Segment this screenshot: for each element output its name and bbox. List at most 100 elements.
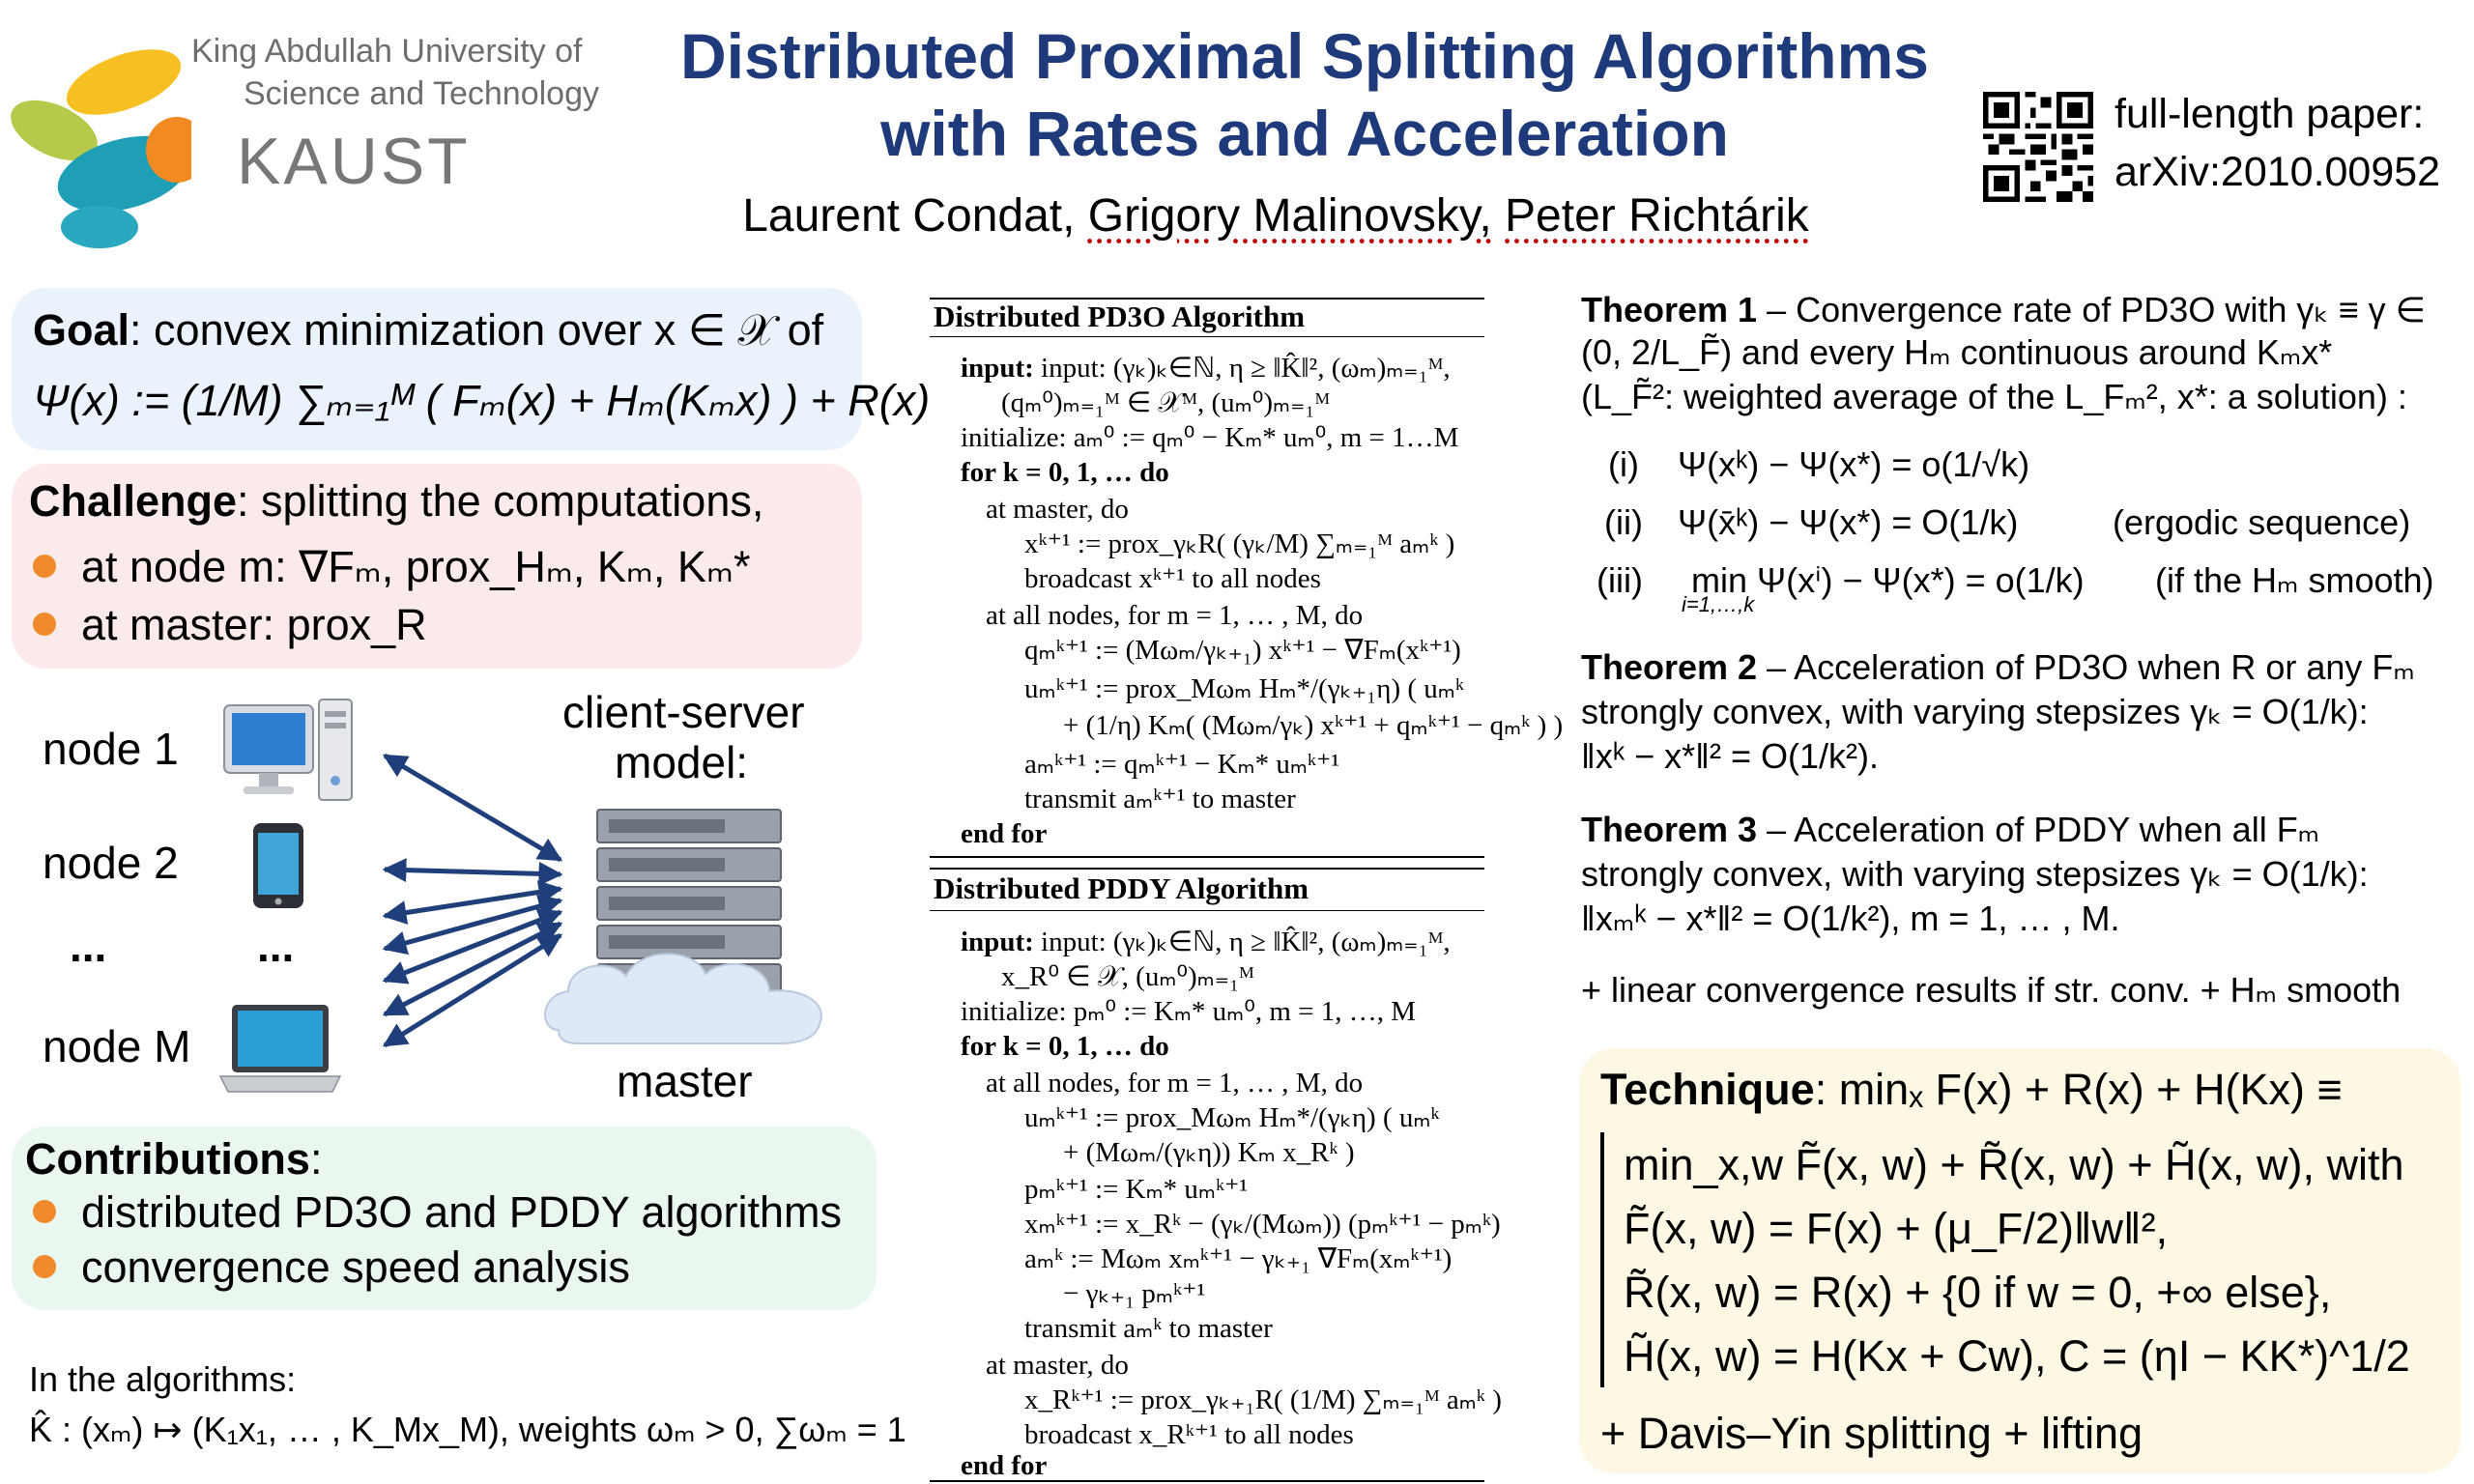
theorem-3-line3: ‖xₘᵏ − x*‖² = O(1/k²), m = 1, … , M. <box>1581 899 2120 938</box>
challenge-item-master: at master: prox_R <box>33 596 427 654</box>
technique-box <box>1579 1048 2460 1473</box>
contributions-box <box>12 1127 877 1310</box>
pd3o-u-update-2: + (1/η) Kₘ( (Mωₘ/γₖ) xᵏ⁺¹ + qₘᵏ⁺¹ − qₘᵏ … <box>1063 710 1564 741</box>
kaust-wordmark: KAUST <box>237 125 471 198</box>
authors: Laurent Condat, Grigory Malinovsky, Pete… <box>667 189 1884 243</box>
theorem-1-iii-note: (if the Hₘ smooth) <box>2155 560 2434 600</box>
paper-reference: full-length paper: arXiv:2010.00952 <box>2114 85 2440 201</box>
pd3o-bottom-rule <box>930 856 1484 858</box>
poster-title: Distributed Proximal Splitting Algorithm… <box>628 17 1981 172</box>
contributions-heading: Contributions: <box>25 1134 323 1184</box>
pddy-input-2: x_R⁰ ∈ 𝒳, (uₘ⁰)ₘ₌₁ᴹ <box>1001 961 1254 992</box>
author-richtarik: Peter Richtárik <box>1505 190 1809 242</box>
pddy-title: Distributed PDDY Algorithm <box>934 871 1309 905</box>
pddy-top-rule <box>930 868 1484 870</box>
theorem-1-label: Theorem 1 <box>1581 290 1758 329</box>
theorem-1-line3: (L_F̃²: weighted average of the L_Fₘ², x… <box>1581 377 2407 416</box>
node-2-label: node 2 <box>43 838 179 888</box>
challenge-line1: Challenge: splitting the computations, <box>29 476 764 526</box>
bullet-icon <box>33 613 56 637</box>
paper-line1: full-length paper: <box>2114 91 2425 137</box>
pddy-for: for k = 0, 1, … do <box>961 1031 1169 1062</box>
master-label: master <box>617 1056 753 1106</box>
bullet-icon <box>33 1255 56 1279</box>
technique-line1: Technique: minₓ F(x) + R(x) + H(Kx) ≡ <box>1600 1065 2343 1114</box>
goal-label: Goal <box>33 305 130 355</box>
theorem-1-iii-eq: min Ψ(xⁱ) − Ψ(x*) = o(1/k) <box>1691 560 2085 600</box>
theorem-1-line2: (0, 2/L_F̃) and every Hₘ continuous arou… <box>1581 332 2333 372</box>
theorem-1-i-num: (i) <box>1608 444 1639 484</box>
pd3o-master: at master, do <box>986 494 1129 525</box>
pd3o-title-rule <box>930 336 1484 337</box>
smartphone-icon <box>249 821 307 915</box>
pddy-initialize: initialize: pₘ⁰ := Kₘ* uₘ⁰, m = 1, …, M <box>961 996 1417 1027</box>
theorem-2-line3: ‖xᵏ − x*‖² = O(1/k²). <box>1581 736 1879 776</box>
pd3o-broadcast: broadcast xᵏ⁺¹ to all nodes <box>1024 563 1321 594</box>
pd3o-nodes: at all nodes, for m = 1, … , M, do <box>986 600 1364 631</box>
server-cloud-icon <box>539 802 839 1068</box>
dots-mid: ... <box>257 921 295 971</box>
pd3o-q-update: qₘᵏ⁺¹ := (Mωₘ/γₖ₊₁) xᵏ⁺¹ − ∇Fₘ(xᵏ⁺¹) <box>1024 635 1461 666</box>
node-1-label: node 1 <box>43 724 179 774</box>
arxiv-link[interactable]: arXiv:2010.00952 <box>2114 149 2441 195</box>
dots-left: ... <box>70 921 107 971</box>
pd3o-transmit: transmit aₘᵏ⁺¹ to master <box>1024 784 1296 814</box>
author-malinovsky: Grigory Malinovsky, <box>1087 190 1492 242</box>
theorem-1-ii-num: (ii) <box>1604 502 1643 542</box>
pd3o-a-update: aₘᵏ⁺¹ := qₘᵏ⁺¹ − Kₘ* uₘᵏ⁺¹ <box>1024 749 1340 780</box>
technique-line2: min_x,w F̃(x, w) + R̃(x, w) + H̃(x, w), … <box>1624 1140 2404 1189</box>
node-m-label: node M <box>43 1021 191 1071</box>
pddy-input: input: input: (γₖ)ₖ∈ℕ, η ≥ ‖K̂‖², (ωₘ)ₘ₌… <box>961 927 1451 957</box>
author-condat: Laurent Condat, <box>742 190 1076 242</box>
technique-line6: + Davis–Yin splitting + lifting <box>1600 1409 2143 1458</box>
pddy-u-update: uₘᵏ⁺¹ := prox_Mωₘ Hₘ*/(γₖη) ( uₘᵏ <box>1024 1102 1440 1133</box>
theorem-2-line1: Theorem 2 – Acceleration of PD3O when R … <box>1581 647 2415 687</box>
theorem-1-line1: Theorem 1 – Convergence rate of PD3O wit… <box>1581 290 2427 329</box>
pd3o-top-rule <box>930 298 1484 300</box>
pddy-end-for: end for <box>961 1450 1048 1481</box>
pd3o-x-update: xᵏ⁺¹ := prox_γₖR( (γₖ/M) ∑ₘ₌₁ᴹ aₘᵏ ) <box>1024 528 1455 559</box>
technique-line4: R̃(x, w) = R(x) + {0 if w = 0, +∞ else}, <box>1624 1268 2332 1317</box>
pddy-xr-update: x_Rᵏ⁺¹ := prox_γₖ₊₁R( (1/M) ∑ₘ₌₁ᴹ aₘᵏ ) <box>1024 1384 1502 1415</box>
theorem-1-ii-eq: Ψ(x̄ᵏ) − Ψ(x*) = O(1/k) <box>1678 502 2019 542</box>
technique-line3: F̃(x, w) = F(x) + (μ_F/2)‖w‖², <box>1624 1204 2169 1253</box>
pd3o-u-update: uₘᵏ⁺¹ := prox_Mωₘ Hₘ*/(γₖ₊₁η) ( uₘᵏ <box>1024 673 1464 704</box>
theorem-3-line1: Theorem 3 – Acceleration of PDDY when al… <box>1581 810 2320 849</box>
pd3o-title: Distributed PD3O Algorithm <box>934 300 1306 333</box>
theorem-2-label: Theorem 2 <box>1581 647 1758 687</box>
title-line1: Distributed Proximal Splitting Algorithm… <box>680 20 1929 92</box>
goal-formula: Ψ(x) := (1/M) ∑ₘ₌₁ᴹ ( Fₘ(x) + Hₘ(Kₘx) ) … <box>33 376 931 425</box>
technique-label: Technique <box>1600 1065 1815 1114</box>
pddy-broadcast: broadcast x_Rᵏ⁺¹ to all nodes <box>1024 1419 1354 1450</box>
qr-code-icon <box>1983 92 2093 202</box>
pddy-title-rule <box>930 910 1484 911</box>
pddy-master: at master, do <box>986 1350 1129 1381</box>
goal-box <box>12 288 862 450</box>
pd3o-input-2: (qₘ⁰)ₘ₌₁ᴹ ∈ 𝒳ᴹ, (uₘ⁰)ₘ₌₁ᴹ <box>1001 387 1331 418</box>
notes-line1: In the algorithms: <box>29 1359 297 1399</box>
pddy-p-update: pₘᵏ⁺¹ := Kₘ* uₘᵏ⁺¹ <box>1024 1174 1249 1205</box>
theorem-3-label: Theorem 3 <box>1581 810 1758 849</box>
pd3o-input: input: input: (γₖ)ₖ∈ℕ, η ≥ ‖K̂‖², (ωₘ)ₘ₌… <box>961 353 1451 384</box>
university-name-line2: Science and Technology <box>244 75 599 112</box>
pddy-x-update: xₘᵏ⁺¹ := x_Rᵏ − (γₖ/(Mωₘ)) (pₘᵏ⁺¹ − pₘᵏ) <box>1024 1209 1501 1240</box>
contribution-item-analysis: convergence speed analysis <box>33 1239 630 1297</box>
pddy-nodes: at all nodes, for m = 1, … , M, do <box>986 1068 1364 1099</box>
theorem-1-i-eq: Ψ(xᵏ) − Ψ(x*) = o(1/√k) <box>1678 444 2030 484</box>
laptop-icon <box>218 1001 342 1102</box>
model-line2: model: <box>615 737 749 787</box>
goal-line1: Goal: convex minimization over x ∈ 𝒳 of <box>33 305 824 355</box>
theorem-3-line2: strongly convex, with varying stepsizes … <box>1581 854 2369 894</box>
notes-line2: K̂ : (xₘ) ↦ (K₁x₁, … , K_Mx_M), weights … <box>29 1410 906 1449</box>
contributions-label: Contributions <box>25 1134 310 1184</box>
desktop-computer-icon <box>220 696 356 809</box>
technique-line5: H̃(x, w) = H(Kx + Cw), C = (ηI − KK*)^1/… <box>1624 1331 2410 1381</box>
pd3o-initialize: initialize: aₘ⁰ := qₘ⁰ − Kₘ* uₘ⁰, m = 1…… <box>961 422 1459 453</box>
pddy-u-update-2: + (Mωₘ/(γₖη)) Kₘ x_Rᵏ ) <box>1063 1137 1355 1168</box>
network-arrows <box>367 734 590 1068</box>
kaust-logo <box>8 29 208 251</box>
pddy-a-update: aₘᵏ := Mωₘ xₘᵏ⁺¹ − γₖ₊₁ ∇Fₘ(xₘᵏ⁺¹) <box>1024 1243 1453 1274</box>
linear-convergence-note: + linear convergence results if str. con… <box>1581 970 2402 1010</box>
bullet-icon <box>33 555 56 579</box>
pddy-bottom-rule <box>930 1480 1484 1482</box>
